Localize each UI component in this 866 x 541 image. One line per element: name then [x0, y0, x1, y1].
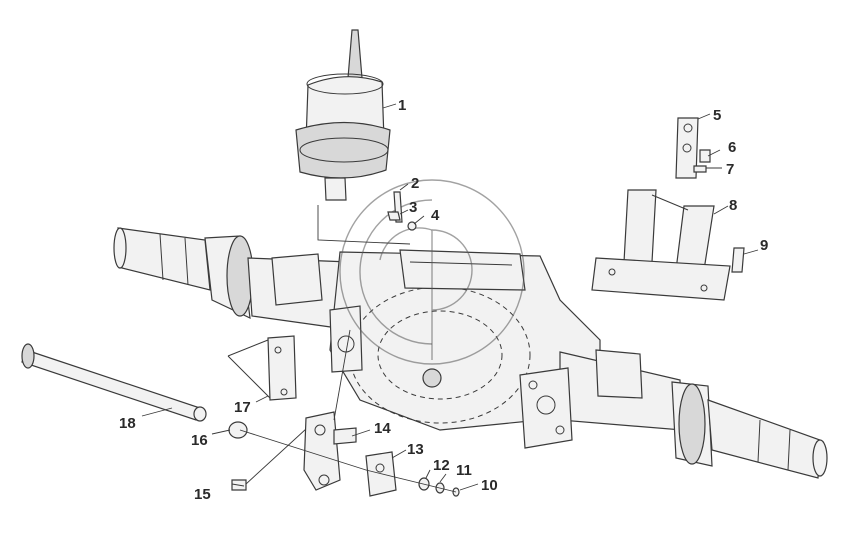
callout-15: 15 — [194, 486, 211, 503]
callout-7: 7 — [726, 161, 734, 178]
callout-labels: 1 2 3 4 5 6 7 8 9 10 11 12 13 14 15 16 1… — [119, 97, 768, 503]
callout-5: 5 — [713, 107, 721, 124]
brake-chamber — [295, 29, 397, 201]
callout-16: 16 — [191, 432, 208, 449]
callout-14: 14 — [374, 420, 391, 437]
axle-housing — [113, 227, 828, 479]
callout-3: 3 — [409, 199, 417, 216]
callout-2: 2 — [411, 175, 419, 192]
callout-18: 18 — [119, 415, 136, 432]
callout-8: 8 — [729, 197, 737, 214]
callout-10: 10 — [481, 477, 498, 494]
bracket-assembly — [591, 113, 759, 301]
callout-13: 13 — [407, 441, 424, 458]
callout-6: 6 — [728, 139, 736, 156]
small-pins — [317, 183, 425, 245]
callout-4: 4 — [431, 207, 440, 224]
callout-12: 12 — [433, 457, 450, 474]
lower-components — [21, 329, 479, 497]
callout-9: 9 — [760, 237, 768, 254]
callout-11: 11 — [456, 462, 472, 479]
callout-1: 1 — [398, 97, 406, 114]
callout-17: 17 — [234, 399, 251, 416]
watermark-logo — [339, 179, 525, 365]
